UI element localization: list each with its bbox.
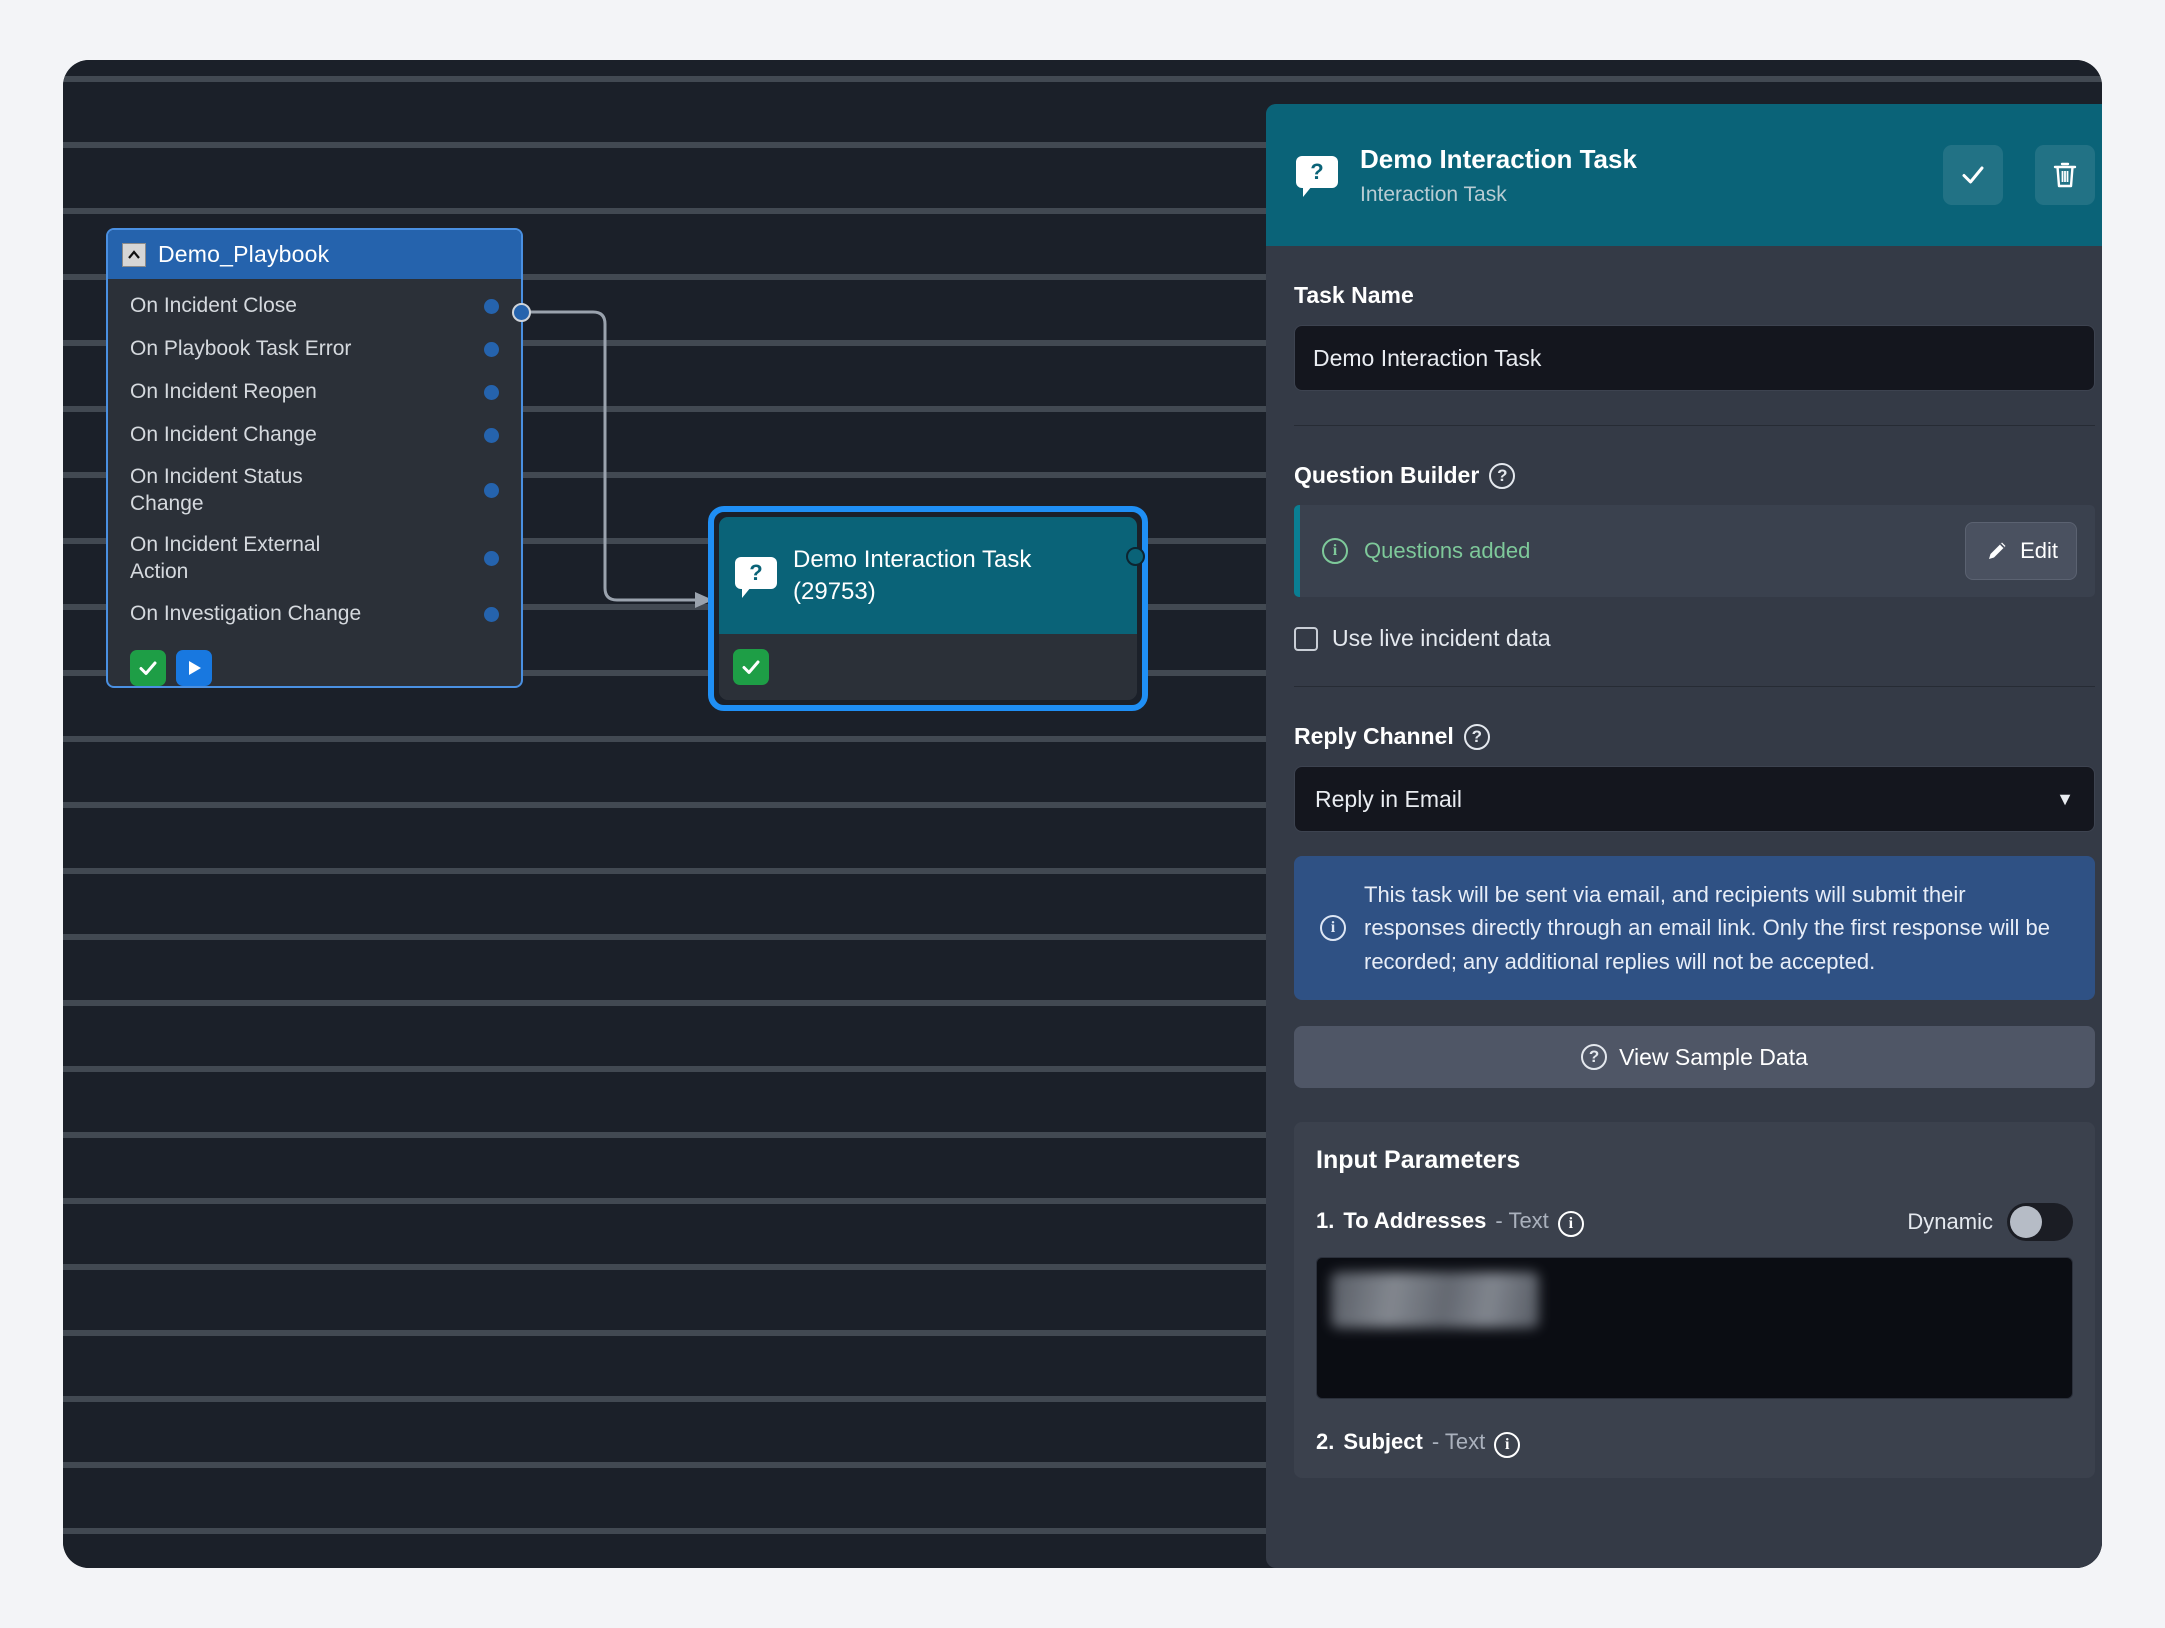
trigger-label: On Investigation Change	[130, 601, 362, 625]
question-circle-icon[interactable]: ?	[1489, 462, 1516, 489]
input-parameters-title: Input Parameters	[1316, 1146, 1521, 1175]
playbook-title: Demo_Playbook	[158, 241, 330, 267]
reply-channel-value: Reply in Email	[1315, 785, 1462, 812]
chevron-down-icon: ▼	[2056, 788, 2074, 809]
param-type: - Text	[1431, 1429, 1486, 1455]
run-button[interactable]	[176, 649, 212, 686]
question-builder-text: Question Builder	[1294, 462, 1480, 488]
playbook-trigger-row[interactable]: On Incident Change	[108, 414, 521, 457]
param-row-subject: 2. Subject - Text i	[1316, 1429, 2073, 1459]
task-details-panel: ? Demo Interaction Task Interaction Task	[1266, 104, 2102, 1568]
task-node-footer	[719, 634, 1137, 700]
input-parameters-card: Input Parameters 1. To Addresses - Text …	[1294, 1122, 2095, 1479]
to-addresses-input[interactable]	[1316, 1257, 2073, 1400]
reply-channel-text: Reply Channel	[1294, 723, 1454, 749]
task-name-value: Demo Interaction Task	[1313, 344, 1542, 371]
param-index: 2.	[1316, 1429, 1335, 1455]
email-notice-text: This task will be sent via email, and re…	[1364, 882, 2050, 974]
use-live-incident-data-checkbox[interactable]	[1294, 626, 1318, 651]
approve-button[interactable]	[130, 649, 166, 686]
playbook-trigger-row[interactable]: On Incident External Action	[108, 525, 521, 593]
panel-header: ? Demo Interaction Task Interaction Task	[1266, 104, 2102, 246]
save-button[interactable]	[1943, 145, 2003, 205]
task-node-title: Demo Interaction Task (29753)	[793, 544, 1031, 606]
email-notice-alert: i This task will be sent via email, and …	[1294, 856, 2095, 1001]
task-node-name: Demo Interaction Task	[793, 546, 1032, 574]
param-name: To Addresses	[1343, 1207, 1487, 1233]
task-node-id: (29753)	[793, 577, 876, 605]
interaction-task-node[interactable]: ? Demo Interaction Task (29753)	[708, 506, 1148, 711]
trigger-port[interactable]	[484, 428, 499, 443]
use-live-incident-data-label: Use live incident data	[1332, 625, 1551, 651]
question-builder-label: Question Builder ?	[1294, 462, 2095, 489]
task-output-port[interactable]	[1126, 547, 1145, 566]
param-type: - Text	[1495, 1207, 1549, 1233]
pencil-icon	[1989, 542, 2006, 559]
playbook-trigger-row[interactable]: On Incident Reopen	[108, 371, 521, 414]
trigger-port[interactable]	[484, 299, 499, 314]
questions-status-alert: i Questions added Edit	[1294, 505, 2095, 597]
recipient-chip-redacted	[1331, 1272, 1539, 1329]
playbook-node-actions	[108, 636, 521, 686]
trigger-port[interactable]	[484, 606, 499, 622]
trigger-port[interactable]	[484, 342, 499, 357]
reply-channel-label: Reply Channel ?	[1294, 723, 2095, 750]
playbook-trigger-row[interactable]: On Playbook Task Error	[108, 328, 521, 371]
trigger-label: On Incident Change	[130, 423, 317, 447]
trigger-port[interactable]	[484, 551, 499, 567]
trigger-label: On Incident Close	[130, 294, 297, 318]
view-sample-data-button[interactable]: ? View Sample Data	[1294, 1026, 2095, 1089]
dynamic-label: Dynamic	[1907, 1209, 1993, 1235]
panel-title: Demo Interaction Task	[1360, 143, 1637, 174]
question-bubble-icon: ?	[1296, 156, 1338, 197]
param-row-to-addresses: 1. To Addresses - Text i Dynamic	[1316, 1203, 2073, 1242]
trigger-label: On Incident Status Change	[130, 465, 303, 515]
param-name: Subject	[1343, 1429, 1423, 1455]
divider	[1294, 686, 2095, 687]
task-name-label: Task Name	[1294, 282, 1414, 308]
panel-subtitle: Interaction Task	[1360, 182, 1507, 206]
task-status-check-icon[interactable]	[733, 649, 769, 685]
edit-label: Edit	[2020, 538, 2058, 563]
param-index: 1.	[1316, 1207, 1335, 1233]
task-name-input[interactable]: Demo Interaction Task	[1294, 325, 2095, 391]
playbook-trigger-list: On Incident Close On Playbook Task Error…	[108, 279, 521, 686]
divider	[1294, 425, 2095, 426]
question-circle-icon: ?	[1581, 1044, 1608, 1071]
trigger-label: On Incident External Action	[130, 532, 321, 583]
dynamic-toggle[interactable]	[2007, 1203, 2073, 1242]
task-node-header: ? Demo Interaction Task (29753)	[719, 517, 1137, 634]
info-circle-icon: i	[1322, 538, 1348, 564]
trigger-label: On Playbook Task Error	[130, 337, 352, 361]
reply-channel-select[interactable]: Reply in Email ▼	[1294, 766, 2095, 832]
playbook-output-port[interactable]	[512, 303, 531, 322]
playbook-trigger-row[interactable]: On Incident Close	[108, 285, 521, 328]
playbook-node[interactable]: Demo_Playbook On Incident Close On Playb…	[106, 228, 523, 688]
info-circle-icon[interactable]: i	[1557, 1210, 1584, 1237]
chevron-up-icon[interactable]	[122, 242, 146, 267]
questions-status-text: Questions added	[1364, 538, 1531, 563]
trigger-port[interactable]	[484, 385, 499, 400]
use-live-incident-data-row[interactable]: Use live incident data	[1294, 625, 2095, 652]
trigger-port[interactable]	[484, 483, 499, 499]
info-circle-icon: i	[1320, 915, 1346, 942]
app-frame: Demo_Playbook On Incident Close On Playb…	[63, 60, 2102, 1568]
info-circle-icon[interactable]: i	[1494, 1432, 1521, 1459]
playbook-node-header[interactable]: Demo_Playbook	[108, 230, 521, 279]
playbook-trigger-row[interactable]: On Investigation Change	[108, 593, 521, 636]
question-bubble-icon: ?	[735, 556, 777, 598]
edit-questions-button[interactable]: Edit	[1965, 522, 2077, 580]
playbook-trigger-row[interactable]: On Incident Status Change	[108, 457, 521, 525]
question-circle-icon[interactable]: ?	[1463, 723, 1490, 750]
view-sample-data-label: View Sample Data	[1619, 1043, 1808, 1070]
delete-button[interactable]	[2035, 145, 2095, 205]
trigger-label: On Incident Reopen	[130, 380, 317, 404]
